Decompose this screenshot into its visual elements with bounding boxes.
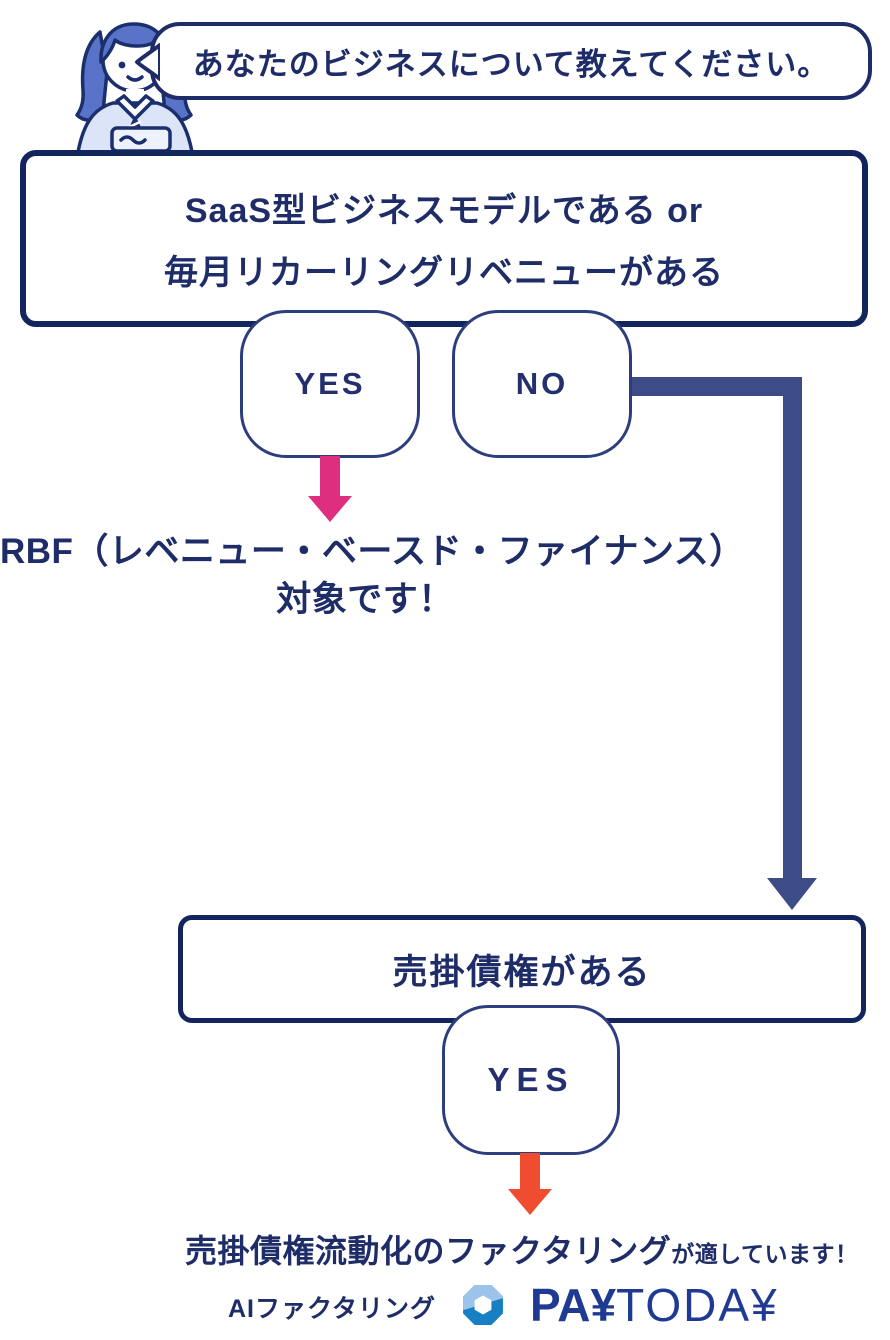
rbf-result-line2: 対象です！ (276, 580, 454, 620)
q1-yes-label: YES (294, 366, 366, 401)
no-connector-vertical (783, 377, 802, 880)
question1-line2: 毎月リカーリングリベニューがある (164, 254, 724, 292)
question1-line1: SaaS型ビジネスモデルである or (184, 192, 704, 230)
speech-bubble-text: あなたのビジネスについて教えてください。 (192, 46, 830, 82)
yes-arrow-pink-shaft (320, 456, 340, 498)
rbf-result-text: RBF（レベニュー・ベースド・ファイナンス） 対象です！ (0, 528, 745, 625)
paytoday-wordmark-today: TODA¥ (616, 1279, 779, 1331)
paytoday-wordmark-pay: PA¥ (530, 1279, 617, 1331)
q1-no-node: NO (452, 310, 632, 458)
factoring-result-main: 売掛債権流動化のファクタリング (185, 1233, 672, 1269)
q2-yes-label: YES (487, 1061, 575, 1098)
yes-arrow-red-shaft (520, 1153, 540, 1191)
factoring-result-suffix: が適しています！ (671, 1241, 859, 1267)
service-label: AIファクタリング (228, 1295, 437, 1323)
yes-arrow-pink-head (308, 496, 352, 522)
q1-yes-node: YES (240, 310, 420, 458)
question-box-saas: SaaS型ビジネスモデルである or 毎月リカーリングリベニューがある (20, 150, 868, 327)
speech-bubble-tail (135, 43, 160, 81)
q1-no-label: NO (515, 366, 569, 401)
factoring-result-text: 売掛債権流動化のファクタリングが適しています！ (185, 1226, 859, 1272)
speech-bubble: あなたのビジネスについて教えてください。 (150, 22, 872, 100)
paytoday-logo-icon (463, 1285, 503, 1325)
question2-text: 売掛債権がある (392, 952, 652, 992)
rbf-result-line1: RBF（レベニュー・ベースド・ファイナンス） (0, 532, 745, 571)
paytoday-wordmark: PA¥TODA¥ (530, 1282, 779, 1328)
footer-brand-row: AIファクタリング PA¥TODA¥ (228, 1280, 779, 1330)
no-connector-horizontal (630, 377, 802, 396)
question-box-receivables: 売掛債権がある (178, 915, 866, 1023)
yes-arrow-pink-icon (308, 456, 352, 522)
q2-yes-node: YES (442, 1005, 620, 1155)
yes-arrow-red-icon (508, 1153, 552, 1215)
no-connector-arrowhead-icon (767, 878, 817, 910)
yes-arrow-red-head (508, 1189, 552, 1215)
